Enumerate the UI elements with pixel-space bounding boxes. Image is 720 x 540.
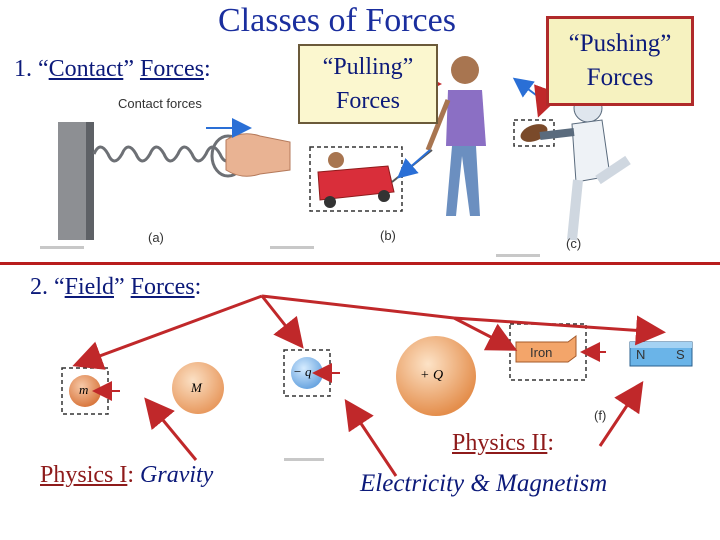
field-term: Field (64, 274, 114, 300)
charges-illustration (283, 336, 476, 416)
section-field-heading: 2. “Field” Forces: (30, 274, 202, 300)
spring-illustration (58, 118, 291, 240)
pushing-forces-box: “Pushing” Forces (546, 16, 694, 106)
label-c: (c) (566, 236, 582, 251)
physics2-course-line: Physics II: (452, 430, 555, 456)
charge-neg-q-symbol: − q (293, 364, 312, 379)
section-contact-heading: 1. “Contact” Forces: (14, 56, 211, 82)
mass-m-symbol: m (79, 382, 89, 397)
south-pole-label: S (676, 347, 685, 362)
north-pole-label: N (636, 347, 646, 362)
physics1-course: Physics I (40, 462, 128, 488)
section-divider (0, 262, 720, 265)
charge-pos-Q-symbol: + Q (420, 368, 444, 383)
contact-forces-word: Forces (139, 56, 204, 82)
physics2-course: Physics II (452, 430, 548, 456)
label-b: (b) (380, 228, 396, 243)
pulling-forces-box: “Pulling” Forces (298, 44, 438, 124)
label-f: (f) (594, 408, 607, 423)
contact-term: Contact (48, 56, 124, 82)
mass-M-symbol: M (191, 380, 202, 395)
copyright-marks (40, 246, 540, 461)
physics1-caption: Physics I: Gravity (40, 462, 214, 488)
gravity-illustration (61, 362, 224, 415)
pulling-line1: “Pulling” (322, 54, 414, 80)
label-a: (a) (148, 230, 164, 245)
contact-caption: Contact forces (118, 96, 202, 111)
physics1-topic: Gravity (140, 462, 214, 488)
iron-label: Iron (530, 345, 553, 360)
wagon-illustration (309, 56, 486, 216)
pointer-arrows (72, 69, 666, 477)
pushing-line1: “Pushing” (568, 30, 672, 57)
pushing-line2: Forces (586, 64, 654, 91)
pulling-line2: Forces (336, 88, 400, 114)
physics2-topic: Electricity & Magnetism (360, 470, 608, 497)
field-forces-word: Forces (130, 274, 195, 300)
